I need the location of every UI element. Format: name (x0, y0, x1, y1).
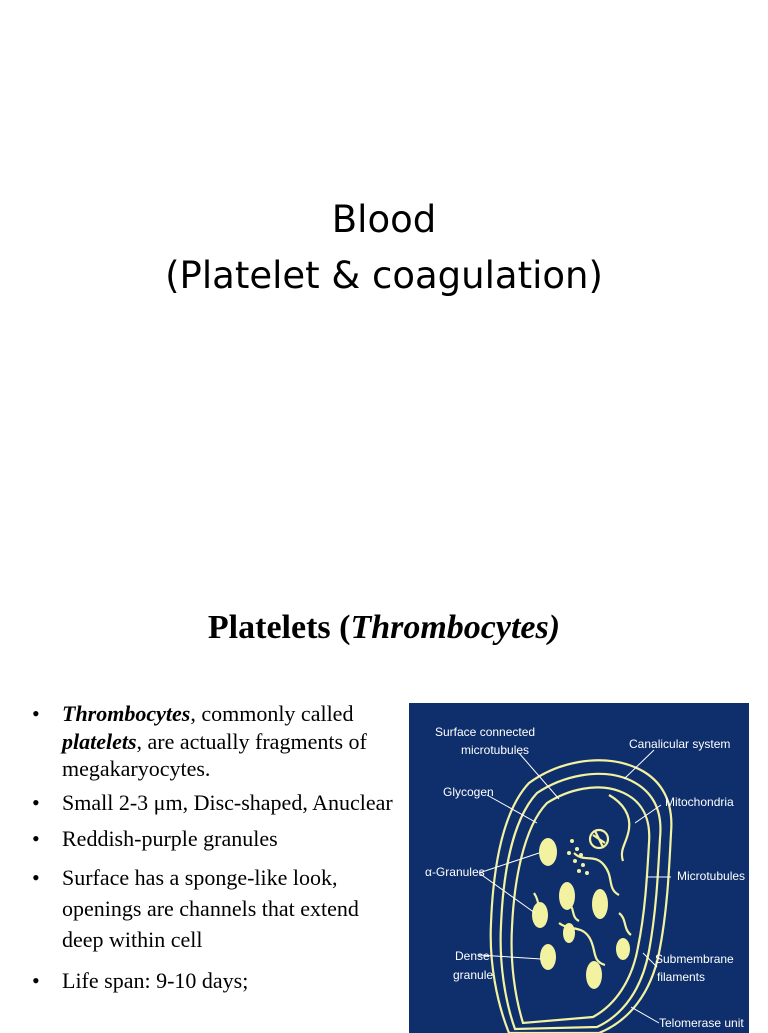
bullet-dot-icon: • (32, 826, 40, 851)
glycogen-dots (567, 839, 589, 875)
label-mitochondria: Mitochondria (665, 795, 734, 809)
title-line-2: (Platelet & coagulation) (165, 254, 603, 297)
bullet-text: Life span: 9-10 days; (62, 967, 249, 993)
bullet-text: , commonly called (190, 701, 354, 726)
bullet-text: Small 2-3 μm, Disc-shaped, Anuclear (62, 789, 393, 815)
platelet-diagram-svg: Surface connected microtubules Canalicul… (425, 725, 745, 1033)
bullet-dot-icon: • (32, 789, 40, 815)
granules (532, 838, 630, 989)
bullet-dot-icon: • (32, 701, 40, 726)
bullet-dot-icon: • (32, 864, 40, 890)
bullet-term: platelets (62, 728, 137, 754)
platelet-outline (489, 759, 673, 1033)
label-surface-connected: Surface connected (435, 725, 535, 739)
heading-plain: Platelets ( (207, 609, 351, 646)
bullet-list: • Thrombocytes, commonly called platelets… (30, 700, 395, 996)
platelets-heading: Platelets (Thrombocytes) (0, 606, 768, 650)
label-filaments: filaments (657, 970, 705, 984)
heading-italic: Thrombocytes) (350, 609, 561, 646)
bullet-item: • Thrombocytes, commonly called platelets… (30, 700, 395, 783)
label-pointers (478, 749, 671, 1024)
label-alpha-granules: α-Granules (425, 865, 485, 879)
label-telomerase: Telomerase unit (659, 1016, 744, 1030)
bullet-item: • Surface has a sponge-like look, opening… (30, 862, 395, 955)
bullet-text: Reddish-purple granules (62, 826, 278, 851)
slide-title: Blood (Platelet & coagulation) (0, 192, 768, 304)
bullet-term: Thrombocytes (62, 701, 191, 726)
label-granule: granule (453, 968, 493, 982)
bullet-text: , are actually fragments of megakaryocyt… (62, 728, 367, 782)
label-microtubules-sc: microtubules (461, 743, 529, 757)
label-dense: Dense (455, 949, 490, 963)
bullet-text: Surface has a sponge-like look, openings… (62, 864, 359, 952)
platelet-diagram: Surface connected microtubules Canalicul… (409, 703, 749, 1033)
title-line-1: Blood (331, 198, 437, 241)
bullet-dot-icon: • (32, 967, 40, 993)
label-glycogen: Glycogen (443, 785, 494, 799)
label-canalicular: Canalicular system (629, 737, 730, 751)
bullet-item: • Small 2-3 μm, Disc-shaped, Anuclear (30, 789, 395, 817)
bullet-item: • Life span: 9-10 days; (30, 965, 395, 996)
label-submembrane: Submembrane (655, 952, 734, 966)
bullet-item: • Reddish-purple granules (30, 825, 395, 853)
label-microtubules: Microtubules (677, 869, 745, 883)
